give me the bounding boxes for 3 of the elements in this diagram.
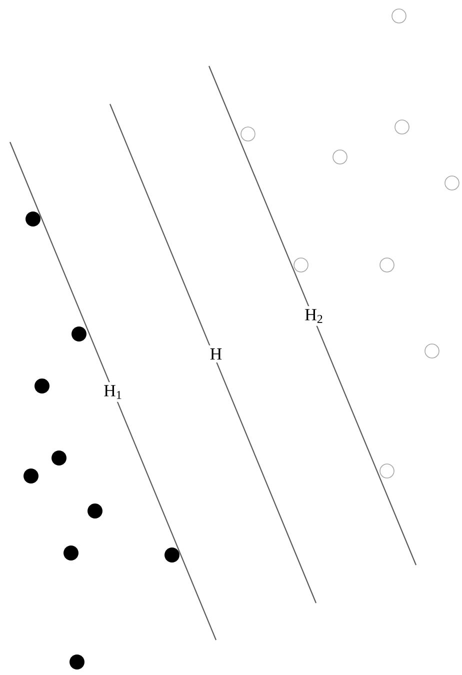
line-label: H$_{2}$	[302, 306, 326, 326]
line-label: H$_{1}$	[100, 382, 126, 402]
line-label: H	[206, 345, 226, 363]
